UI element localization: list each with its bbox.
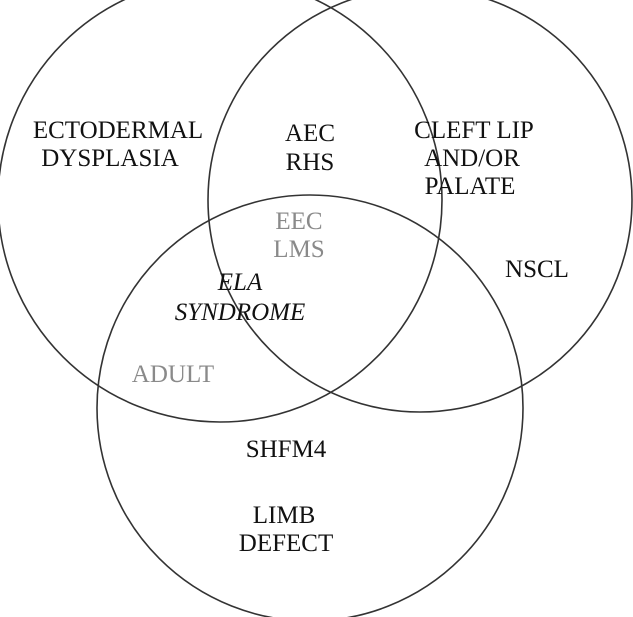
circle-ectodermal-dysplasia (0, 0, 443, 423)
set-label-limb-line1: LIMB (253, 502, 316, 529)
region-label-eec: EEC (275, 208, 322, 235)
set-label-cleft-line2: AND/OR (424, 145, 520, 172)
set-label-cleft-line1: CLEFT LIP (414, 117, 534, 144)
set-label-ectodermal-line1: ECTODERMAL (33, 117, 203, 144)
region-label-nscl: NSCL (505, 256, 569, 283)
region-label-syndrome: SYNDROME (175, 299, 306, 326)
set-label-limb-line2: DEFECT (239, 530, 333, 557)
region-label-lms: LMS (273, 236, 324, 263)
circle-cleft-lip-palate (207, 0, 633, 413)
set-label-cleft-line3: PALATE (425, 173, 516, 200)
set-label-ectodermal-line2: DYSPLASIA (41, 145, 179, 172)
circle-limb-defect (96, 194, 524, 617)
region-label-shfm4: SHFM4 (246, 436, 327, 463)
region-label-rhs: RHS (286, 149, 335, 176)
region-label-ela: ELA (217, 269, 263, 296)
region-label-adult: ADULT (132, 361, 214, 388)
region-label-aec: AEC (285, 120, 335, 147)
